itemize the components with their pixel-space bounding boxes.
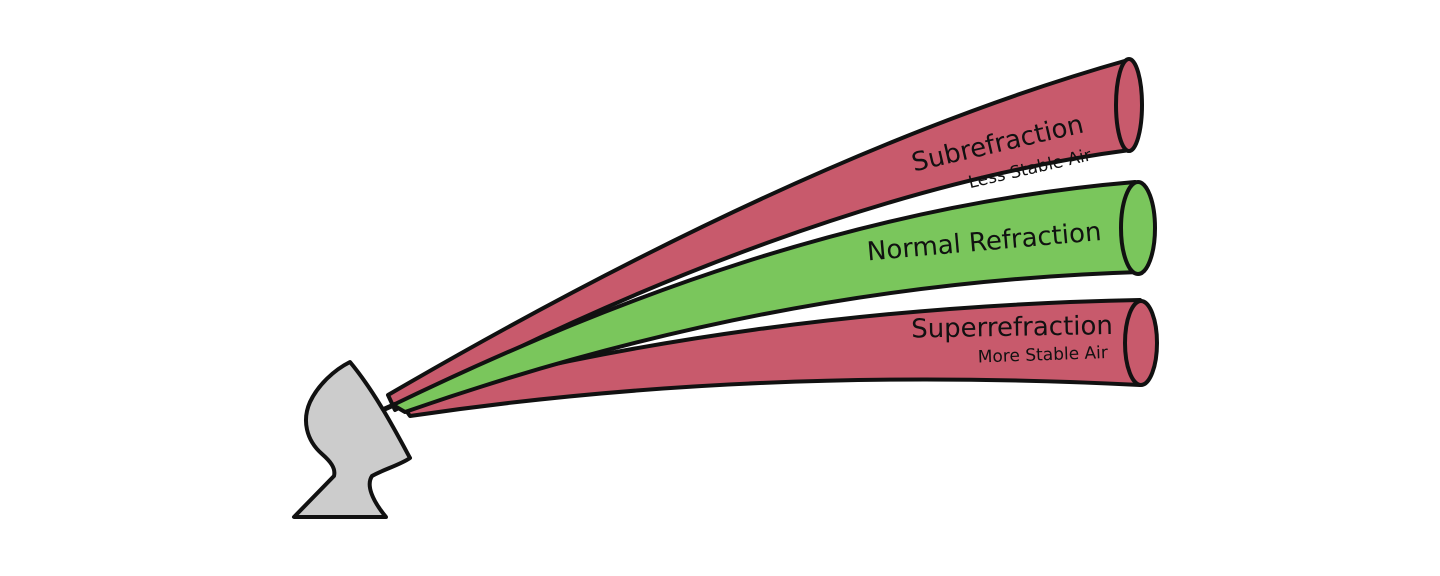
normal-refraction-beam: Normal Refraction [391,180,1157,414]
radar-dish-icon [292,360,412,519]
subrefraction-beam: Subrefraction Less Stable Air [386,57,1144,412]
normal-beam-end [1119,180,1157,276]
subrefraction-beam-end [1114,57,1144,153]
superrefraction-subtitle: More Stable Air [977,343,1108,368]
radar-dish-body [292,360,412,519]
superrefraction-title: Superrefraction [911,311,1113,345]
superrefraction-beam-end [1123,299,1159,387]
superrefraction-beam: Superrefraction More Stable Air [398,298,1159,418]
